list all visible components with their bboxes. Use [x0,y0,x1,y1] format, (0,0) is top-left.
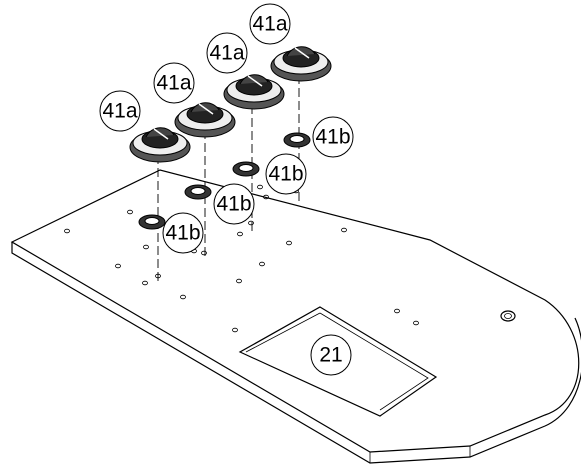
mounting-hole [263,194,269,200]
knob-part [270,46,332,82]
mounting-hole [237,231,243,237]
mounting-hole [259,261,265,267]
knob-part [223,74,285,110]
svg-text:41a: 41a [102,100,137,123]
ring-parts [138,132,311,230]
callout-knob-4: 41a [249,3,291,45]
base-plate [10,169,581,464]
mounting-hole [64,228,70,234]
ring-part [283,132,311,148]
mounting-hole [127,209,133,215]
mounting-hole [143,244,149,250]
mounting-hole [341,227,347,233]
mounting-hole [201,250,207,256]
rectangular-cutout [238,306,438,417]
ring-part [184,184,212,200]
callout-knob-1: 41a [99,90,141,132]
mounting-hole [232,327,238,333]
knob-parts [129,46,332,163]
callout-ring-1: 41b [162,212,204,254]
svg-text:21: 21 [319,344,342,367]
callout-knob-2: 41a [153,62,195,104]
callout-ring-4: 41b [312,116,354,158]
svg-text:41a: 41a [209,42,244,65]
svg-text:41b: 41b [216,193,251,216]
mounting-hole [236,278,242,284]
callout-ring-2: 41b [213,183,255,225]
mounting-hole [257,184,263,190]
callouts: 41a 41a 41a 41a 41b 41b 41b 41b [99,3,354,376]
mounting-hole [180,294,186,300]
callout-cutout: 21 [310,334,352,376]
callout-ring-3: 41b [265,153,307,195]
callout-knob-3: 41a [206,32,248,74]
screw-hole [500,310,516,322]
ring-part [138,214,166,230]
mounting-hole [286,240,292,246]
mounting-hole [413,320,419,326]
svg-text:41a: 41a [252,13,287,36]
mounting-hole [142,280,148,286]
svg-text:41a: 41a [156,72,191,95]
svg-text:41b: 41b [268,163,303,186]
svg-text:41b: 41b [165,222,200,245]
svg-text:41b: 41b [315,126,350,149]
mounting-hole [394,308,400,314]
mounting-hole [248,220,254,226]
ring-part [232,161,260,177]
knob-part [174,102,236,138]
knob-part [129,127,191,163]
mounting-hole [115,263,121,269]
